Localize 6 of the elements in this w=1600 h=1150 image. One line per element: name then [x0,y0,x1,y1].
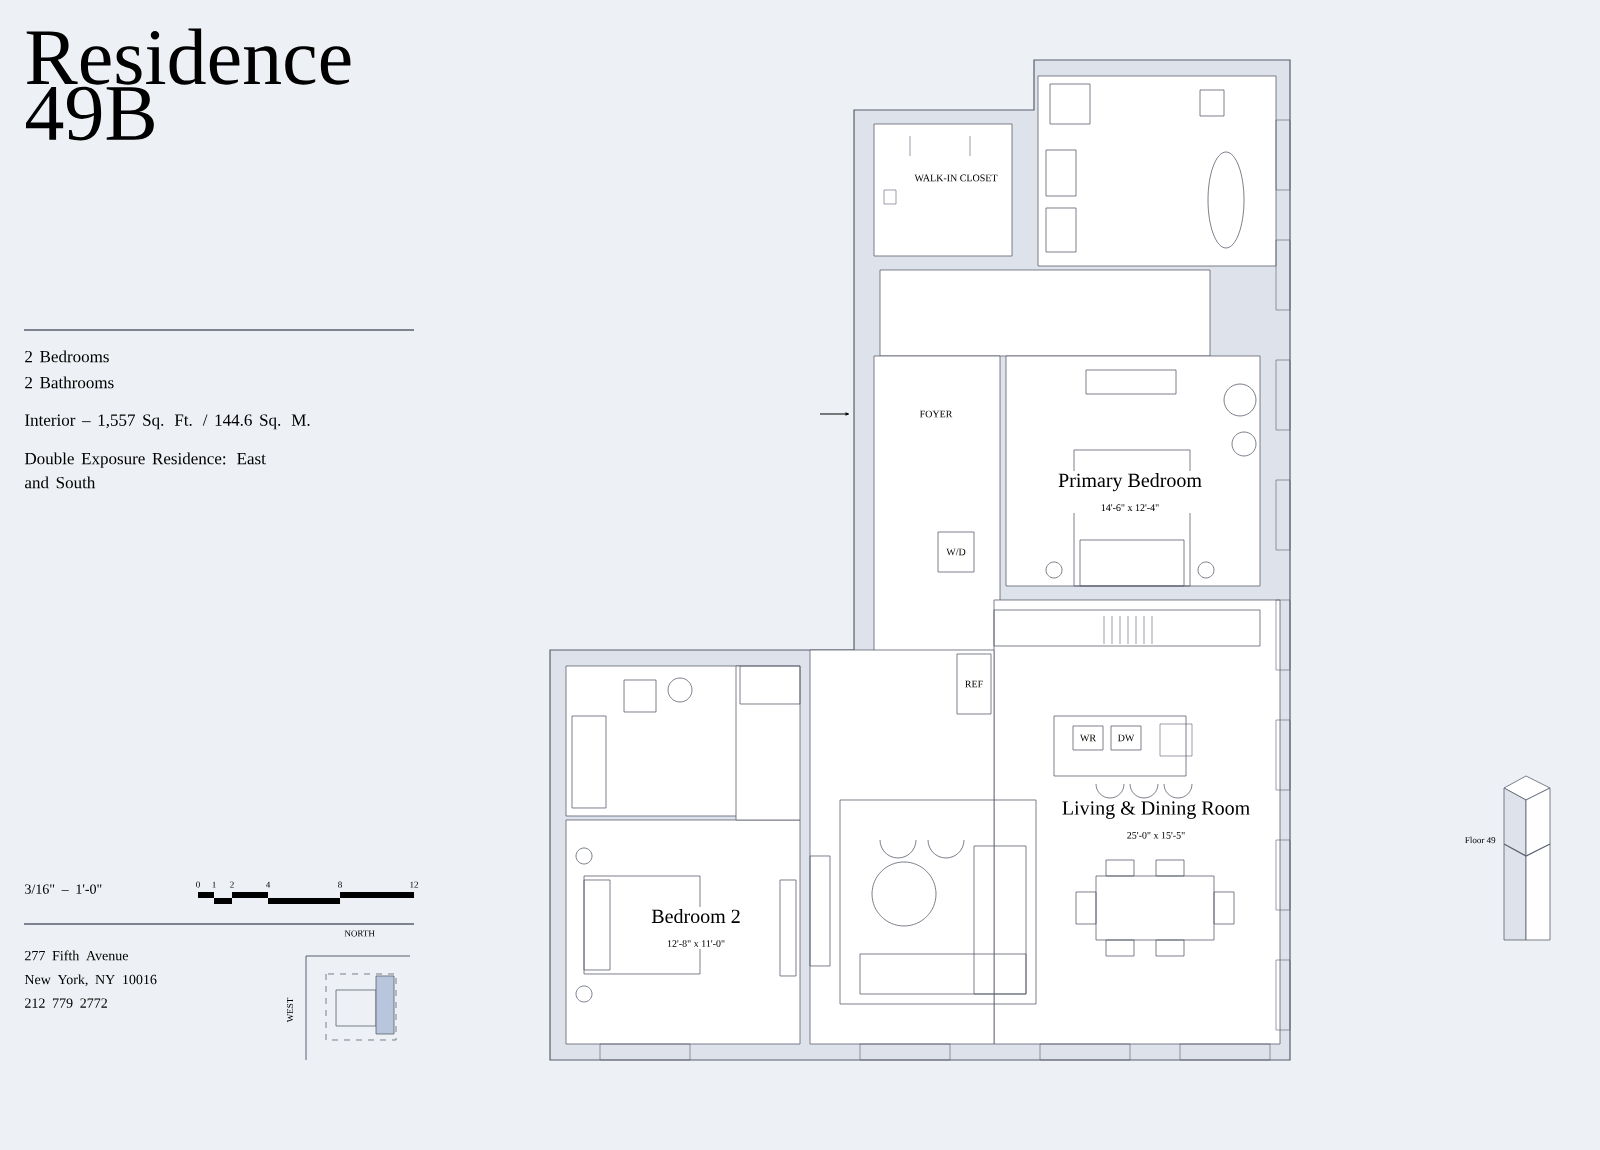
spec-text: 2 Bedrooms [25,350,109,363]
spec-text: Interior – 1,557 Sq. Ft. / 144.6 Sq. M. [25,414,310,430]
kitchen-island [1053,715,1187,777]
spec-text: Double Exposure Residence: East and South [24,452,266,489]
title: Residence 49B [26,28,351,141]
spec-text: 2 Bathrooms [25,376,114,389]
